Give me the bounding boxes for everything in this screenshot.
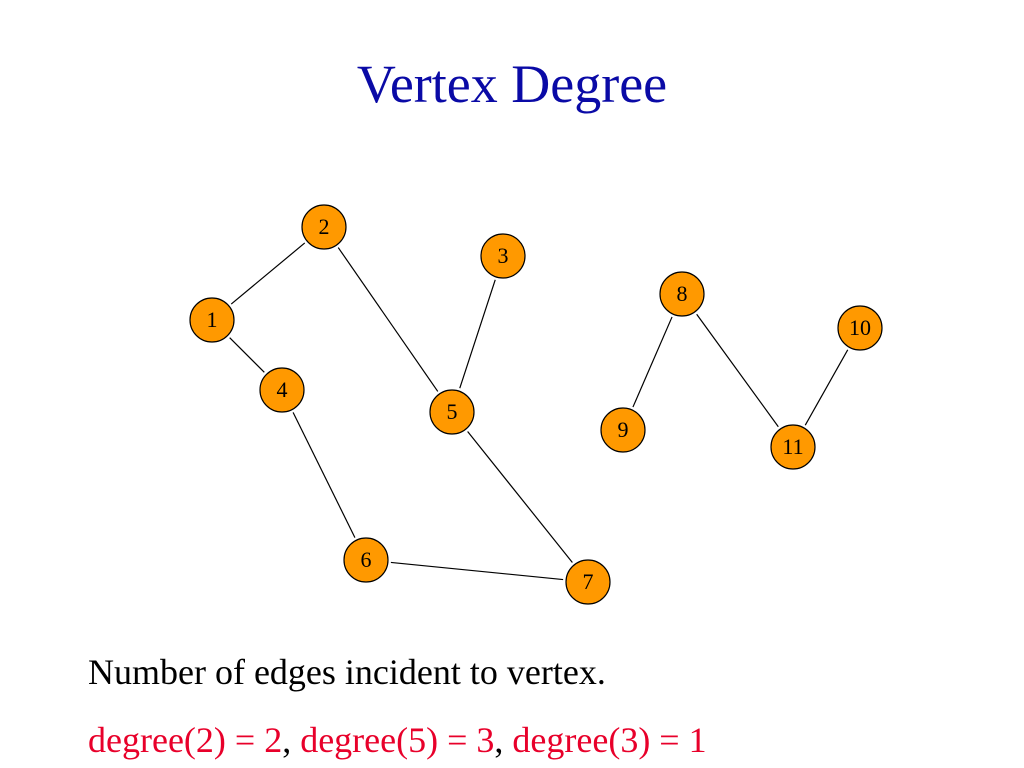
vertex-circle xyxy=(600,407,646,453)
vertex-2: 2 xyxy=(301,204,347,250)
example-separator: , xyxy=(282,720,301,760)
vertex-label: 2 xyxy=(319,214,330,239)
graph-nodes: 1 2 3 4 5 6 7 8 9 10 11 xyxy=(189,204,883,605)
edge-4-6 xyxy=(292,412,356,538)
edge-3-5 xyxy=(459,279,496,389)
vertex-circle xyxy=(770,424,816,470)
edge-1-2 xyxy=(230,242,306,305)
edge-2-5 xyxy=(337,247,439,392)
vertex-circle xyxy=(480,233,526,279)
edge-1-4 xyxy=(229,337,265,373)
graph-edges xyxy=(229,242,849,581)
edge-10-11 xyxy=(804,349,849,426)
vertex-9: 9 xyxy=(600,407,646,453)
vertex-7: 7 xyxy=(565,559,611,605)
vertex-circle xyxy=(301,204,347,250)
vertex-circle xyxy=(565,559,611,605)
vertex-8: 8 xyxy=(659,271,705,317)
vertex-10: 10 xyxy=(837,305,883,351)
vertex-circle xyxy=(343,537,389,583)
edge-6-7 xyxy=(390,561,564,581)
vertex-circle xyxy=(659,271,705,317)
slide-title: Vertex Degree xyxy=(356,54,668,114)
vertex-11: 11 xyxy=(770,424,816,470)
vertex-circle xyxy=(429,389,475,435)
vertex-label: 7 xyxy=(583,569,594,594)
vertex-label: 6 xyxy=(361,547,372,572)
vertex-label: 4 xyxy=(277,377,288,402)
degree-example-5: degree(5) = 3 xyxy=(300,720,495,760)
degree-examples: degree(2) = 2, degree(5) = 3, degree(3) … xyxy=(88,718,707,762)
vertex-label: 3 xyxy=(498,243,509,268)
vertex-label: 9 xyxy=(618,417,629,442)
edge-5-7 xyxy=(467,431,573,563)
vertex-label: 10 xyxy=(849,315,871,340)
edge-8-9 xyxy=(632,316,673,408)
vertex-1: 1 xyxy=(189,297,235,343)
vertex-circle xyxy=(259,367,305,413)
vertex-label: 11 xyxy=(782,434,803,459)
vertex-6: 6 xyxy=(343,537,389,583)
definition-text: Number of edges incident to vertex. xyxy=(88,652,606,692)
vertex-circle xyxy=(189,297,235,343)
edge-8-11 xyxy=(696,313,779,428)
vertex-5: 5 xyxy=(429,389,475,435)
vertex-label: 5 xyxy=(447,399,458,424)
vertex-circle xyxy=(837,305,883,351)
degree-example-3: degree(3) = 1 xyxy=(512,720,707,760)
vertex-label: 8 xyxy=(677,281,688,306)
example-separator: , xyxy=(494,720,513,760)
vertex-4: 4 xyxy=(259,367,305,413)
degree-example-2: degree(2) = 2 xyxy=(88,720,283,760)
vertex-3: 3 xyxy=(480,233,526,279)
vertex-label: 1 xyxy=(207,307,218,332)
